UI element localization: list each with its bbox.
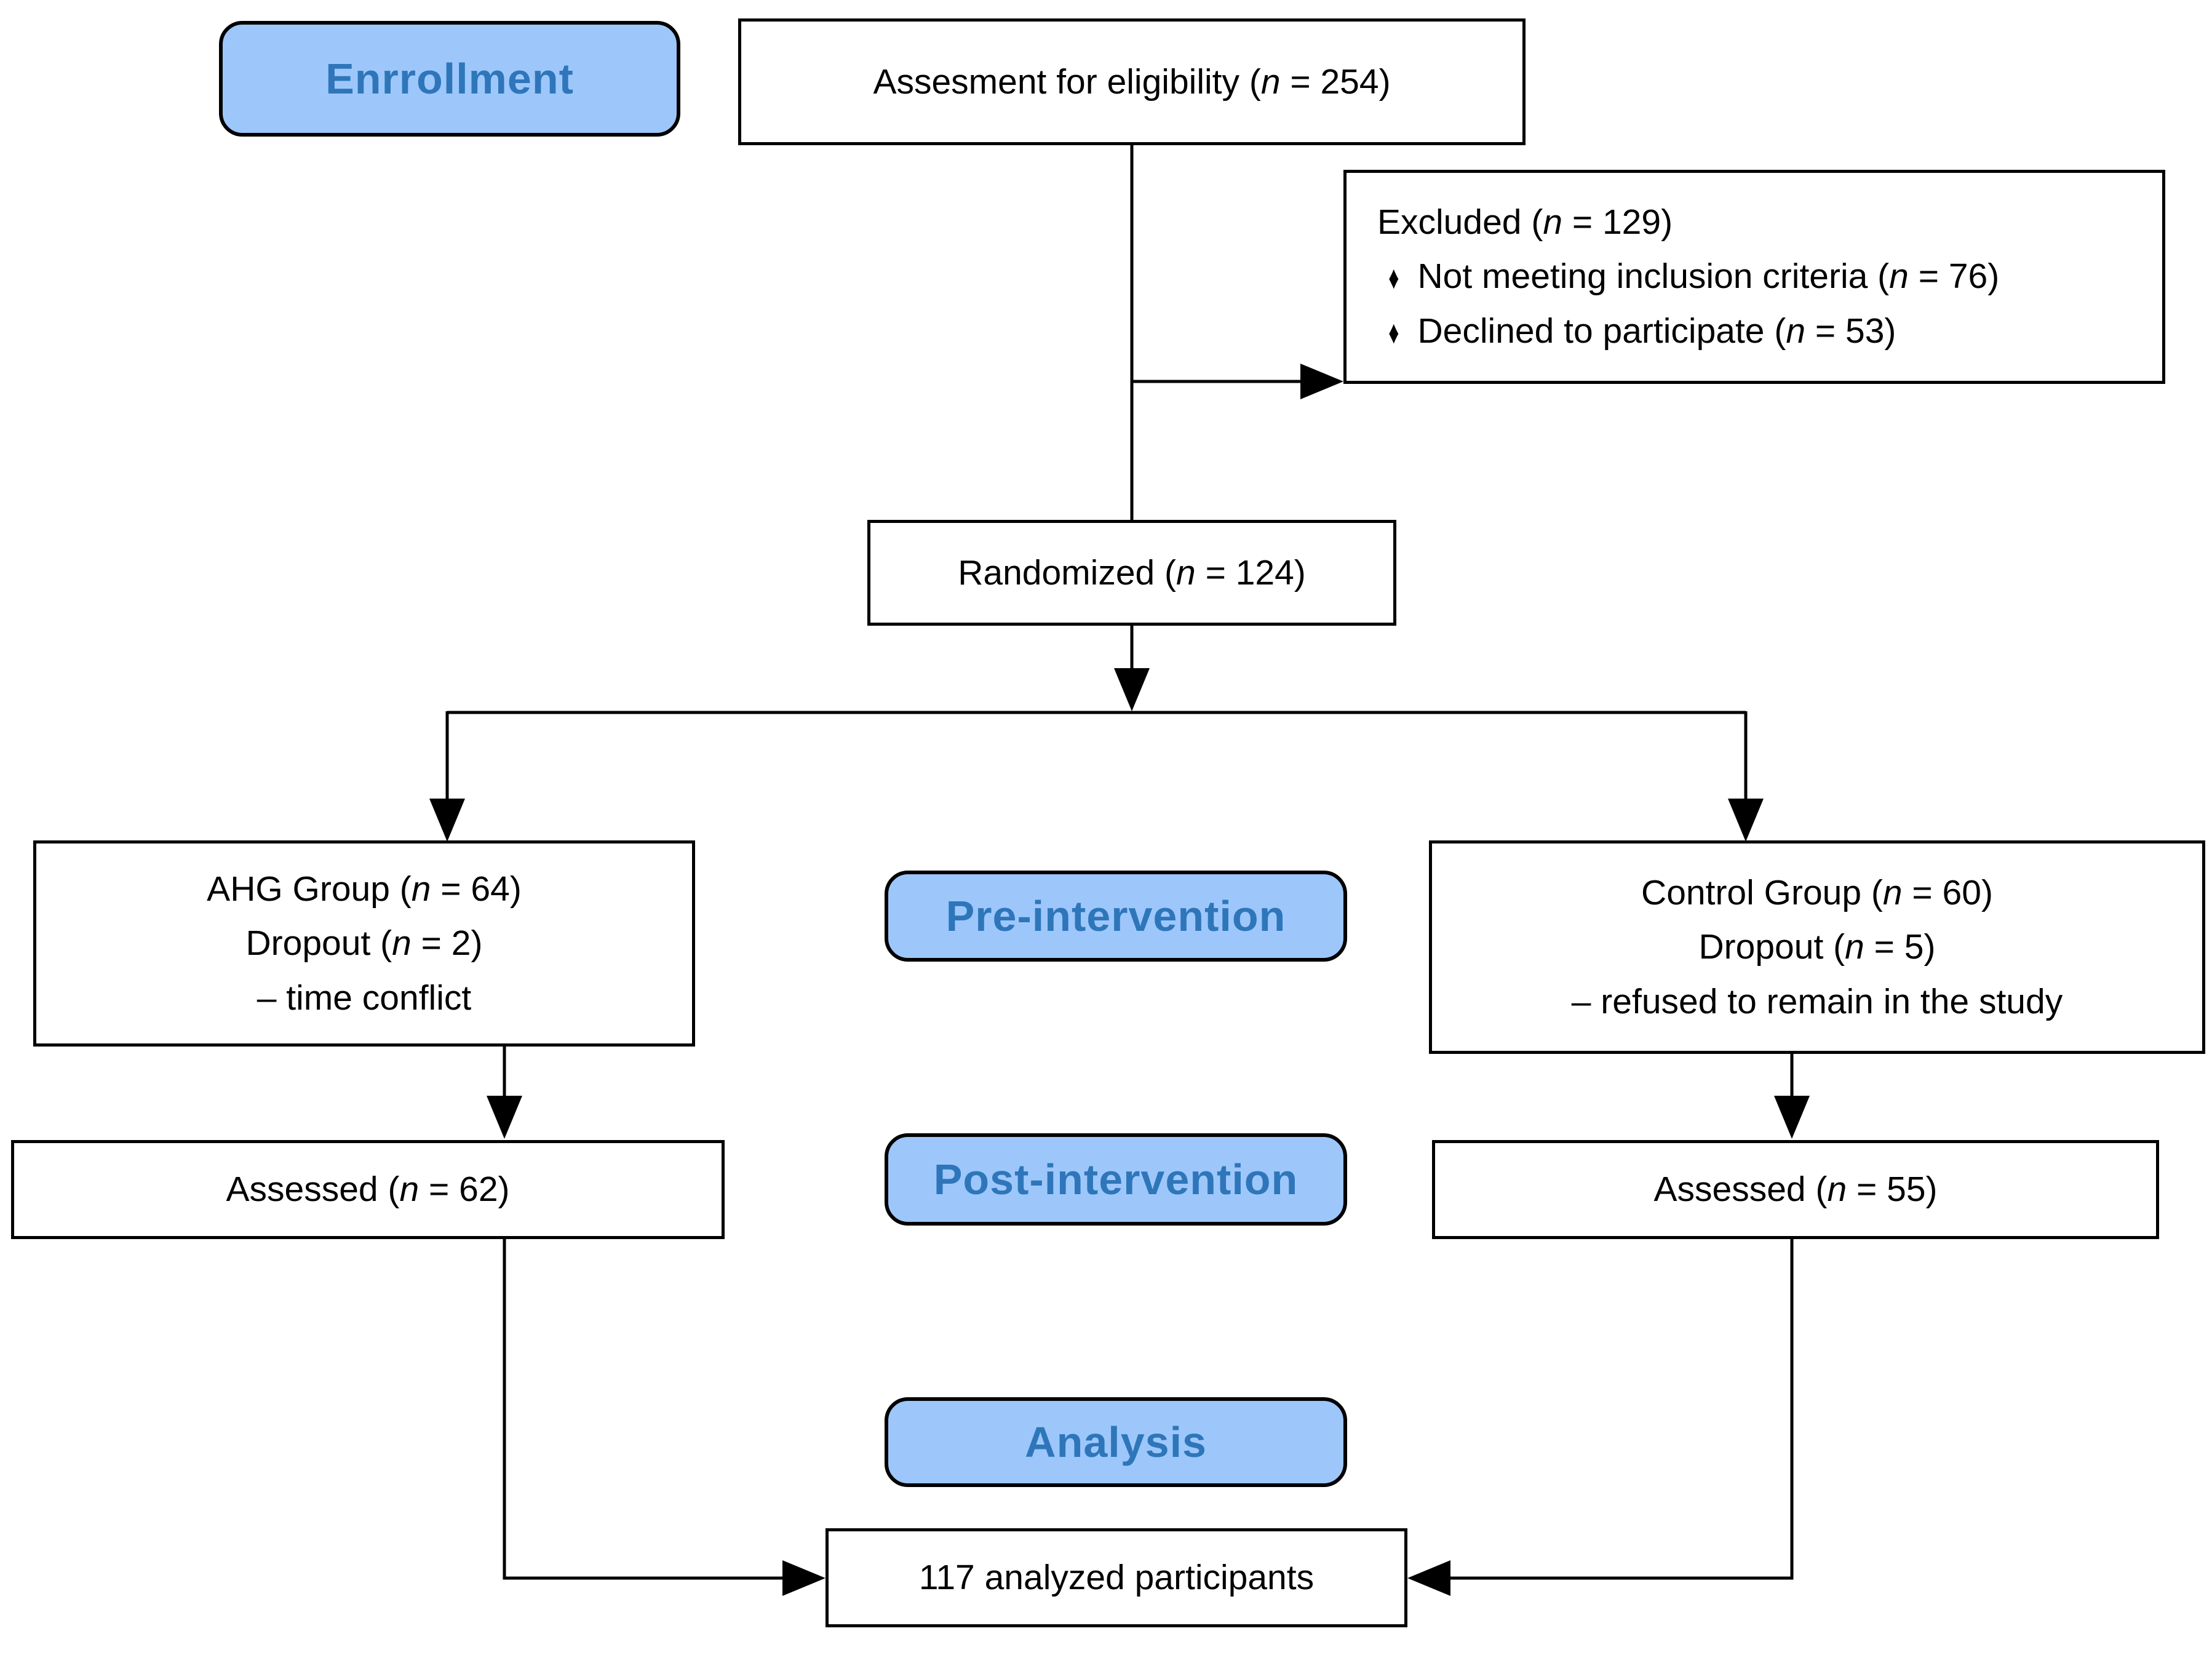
ahg-line2-pre: Dropout ( (245, 923, 392, 963)
assessed-ahg-n: n (399, 1170, 420, 1210)
excluded-item-1-n: n (1889, 257, 1909, 297)
arrowhead-into-excluded (1300, 364, 1343, 399)
excluded-title-post: = 129) (1562, 202, 1673, 242)
excluded-item-inclusion-criteria: ♦ Not meeting inclusion criteria (n = 76… (1386, 249, 1999, 303)
excluded-title-n: n (1543, 202, 1563, 242)
stage-label-enrollment-text: Enrrollment (325, 55, 574, 103)
assessed-control-box: Assessed (n = 55) (1432, 1140, 2159, 1239)
excluded-item-1-pre: Not meeting inclusion criteria ( (1417, 257, 1890, 297)
ahg-line1-pre: AHG Group ( (207, 869, 412, 909)
arrowhead-into-analyzed-left (782, 1560, 826, 1596)
ahg-line2-post: = 2) (411, 923, 483, 963)
control-group-box: Control Group (n = 60) Dropout (n = 5) –… (1429, 840, 2205, 1054)
assessed-control-pre: Assessed ( (1653, 1170, 1828, 1210)
ahg-line2-n: n (392, 923, 412, 963)
excluded-item-2-post: = 53) (1805, 311, 1896, 351)
excluded-item-2-n: n (1786, 311, 1806, 351)
ahg-group-line3: – time conflict (257, 978, 472, 1018)
assessed-ahg-text: Assessed (n = 62) (226, 1162, 510, 1216)
excluded-item-text: Not meeting inclusion criteria (n = 76) (1418, 249, 2000, 303)
ahg-group-line2: Dropout (n = 2) (207, 916, 522, 970)
stage-label-pre-intervention-text: Pre-intervention (945, 892, 1286, 940)
randomized-text-pre: Randomized ( (958, 552, 1177, 592)
eligibility-text-pre: Assesment for eligibility ( (873, 62, 1261, 102)
assessed-ahg-pre: Assessed ( (226, 1170, 400, 1210)
randomized-n: n (1176, 552, 1196, 592)
control-line1-n: n (1882, 872, 1903, 912)
ahg-line1-n: n (411, 869, 431, 909)
control-line2-post: = 5) (1864, 927, 1936, 967)
eligibility-text-post: = 254) (1280, 62, 1391, 102)
control-group-line1: Control Group (n = 60) (1572, 866, 2063, 920)
excluded-box: Excluded (n = 129) ♦ Not meeting inclusi… (1343, 170, 2165, 384)
analyzed-text: 117 analyzed participants (918, 1558, 1315, 1598)
assessed-ahg-box: Assessed (n = 62) (11, 1140, 725, 1239)
stage-label-pre-intervention: Pre-intervention (885, 871, 1347, 962)
control-line1-pre: Control Group ( (1641, 872, 1883, 912)
control-line2-pre: Dropout ( (1698, 927, 1845, 967)
stage-label-post-intervention-text: Post-intervention (933, 1155, 1299, 1203)
stage-label-analysis: Analysis (885, 1397, 1347, 1487)
randomized-box: Randomized (n = 124) (867, 520, 1396, 626)
arrowhead-into-analyzed-right (1407, 1560, 1450, 1596)
excluded-content: Excluded (n = 129) ♦ Not meeting inclusi… (1377, 195, 1999, 358)
ahg-group-content: AHG Group (n = 64) Dropout (n = 2) – tim… (207, 862, 522, 1025)
ahg-group-line1: AHG Group (n = 64) (207, 862, 522, 916)
arrowhead-into-split (1114, 668, 1150, 711)
control-line1-post: = 60) (1902, 872, 1993, 912)
eligibility-text: Assesment for eligibility (n = 254) (873, 55, 1390, 109)
excluded-item-declined: ♦ Declined to participate (n = 53) (1386, 304, 1999, 358)
arrowhead-into-assessed-ahg (487, 1096, 522, 1139)
control-group-line2: Dropout (n = 5) (1572, 920, 2063, 974)
ahg-line1-post: = 64) (431, 869, 522, 909)
stage-label-post-intervention: Post-intervention (885, 1133, 1347, 1226)
line-assessed-control-to-analyzed (1448, 1239, 1794, 1580)
arrowhead-into-control (1728, 799, 1764, 842)
arrowhead-into-assessed-control (1774, 1096, 1810, 1139)
stage-label-enrollment: Enrrollment (219, 21, 680, 137)
randomized-text-post: = 124) (1195, 552, 1306, 592)
arrowhead-into-ahg (429, 799, 465, 842)
assessed-control-n: n (1827, 1170, 1847, 1210)
excluded-title-pre: Excluded ( (1377, 202, 1543, 242)
assessed-control-text: Assessed (n = 55) (1654, 1162, 1938, 1216)
assessed-ahg-post: = 62) (419, 1170, 510, 1210)
stage-label-analysis-text: Analysis (1025, 1418, 1207, 1466)
diamond-bullet-icon: ♦ (1388, 259, 1399, 296)
assessed-control-post: = 55) (1847, 1170, 1938, 1210)
diamond-bullet-icon: ♦ (1388, 314, 1399, 351)
eligibility-n: n (1260, 62, 1281, 102)
ahg-group-box: AHG Group (n = 64) Dropout (n = 2) – tim… (33, 840, 695, 1047)
excluded-item-text: Declined to participate (n = 53) (1418, 304, 1896, 358)
control-group-content: Control Group (n = 60) Dropout (n = 5) –… (1572, 866, 2063, 1029)
eligibility-box: Assesment for eligibility (n = 254) (738, 18, 1526, 145)
randomized-text: Randomized (n = 124) (958, 546, 1306, 600)
control-line2-n: n (1845, 927, 1864, 967)
excluded-item-2-pre: Declined to participate ( (1417, 311, 1786, 351)
control-group-line3: – refused to remain in the study (1571, 981, 2063, 1021)
excluded-item-1-post: = 76) (1908, 257, 2000, 297)
excluded-title: Excluded (n = 129) (1377, 195, 1999, 249)
analyzed-box: 117 analyzed participants (826, 1528, 1407, 1627)
line-assessed-ahg-to-analyzed (503, 1239, 785, 1580)
